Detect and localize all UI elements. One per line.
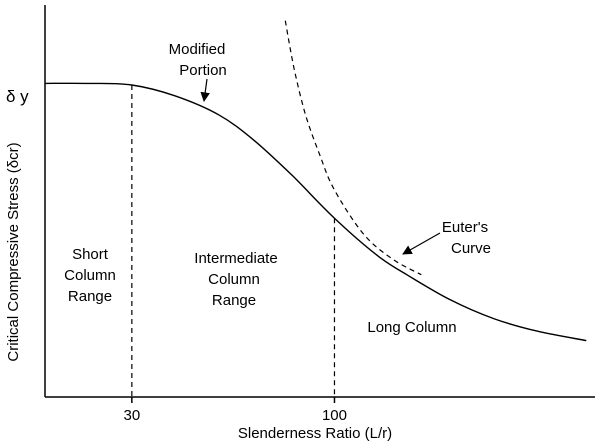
annotation-modified-arrow bbox=[200, 78, 210, 102]
annotation-modified-portion: Modified Portion bbox=[169, 41, 227, 102]
annotation-short-line-1: Short bbox=[72, 246, 109, 263]
annotation-eulers-curve: Euter's Curve bbox=[402, 219, 491, 257]
y-axis-title: Critical Compressive Stress (δcr) bbox=[5, 142, 22, 361]
tick-layer: 30 100 bbox=[123, 397, 347, 424]
annotation-long-column: Long Column bbox=[367, 319, 456, 336]
annotation-short-line-3: Range bbox=[68, 288, 112, 305]
x-tick-label-100: 100 bbox=[322, 407, 347, 424]
annotation-short-line-2: Column bbox=[64, 267, 116, 284]
y-yield-label: δ y bbox=[6, 87, 29, 106]
annotation-intermediate-line-2: Column bbox=[208, 271, 260, 288]
annotation-euler-line-1: Euter's bbox=[442, 219, 488, 236]
x-tick-label-30: 30 bbox=[123, 407, 140, 424]
annotation-modified-line-1: Modified bbox=[169, 41, 226, 58]
vline-layer bbox=[131, 84, 336, 397]
design-curve-line bbox=[44, 82, 587, 342]
annotation-euler-arrow bbox=[402, 232, 441, 255]
annotation-intermediate-line-1: Intermediate bbox=[194, 250, 277, 267]
euler-curve-line bbox=[284, 20, 422, 276]
x-axis-title: Slenderness Ratio (L/r) bbox=[238, 425, 392, 441]
annotation-intermediate-line-3: Range bbox=[212, 292, 256, 309]
annotation-intermediate-column: Intermediate Column Range bbox=[194, 250, 277, 309]
annotation-short-column: Short Column Range bbox=[64, 246, 116, 305]
annotation-euler-line-2: Curve bbox=[451, 240, 491, 257]
annotation-modified-line-2: Portion bbox=[179, 62, 227, 79]
annotation-long-line-1: Long Column bbox=[367, 319, 456, 336]
series-layer bbox=[44, 20, 587, 342]
